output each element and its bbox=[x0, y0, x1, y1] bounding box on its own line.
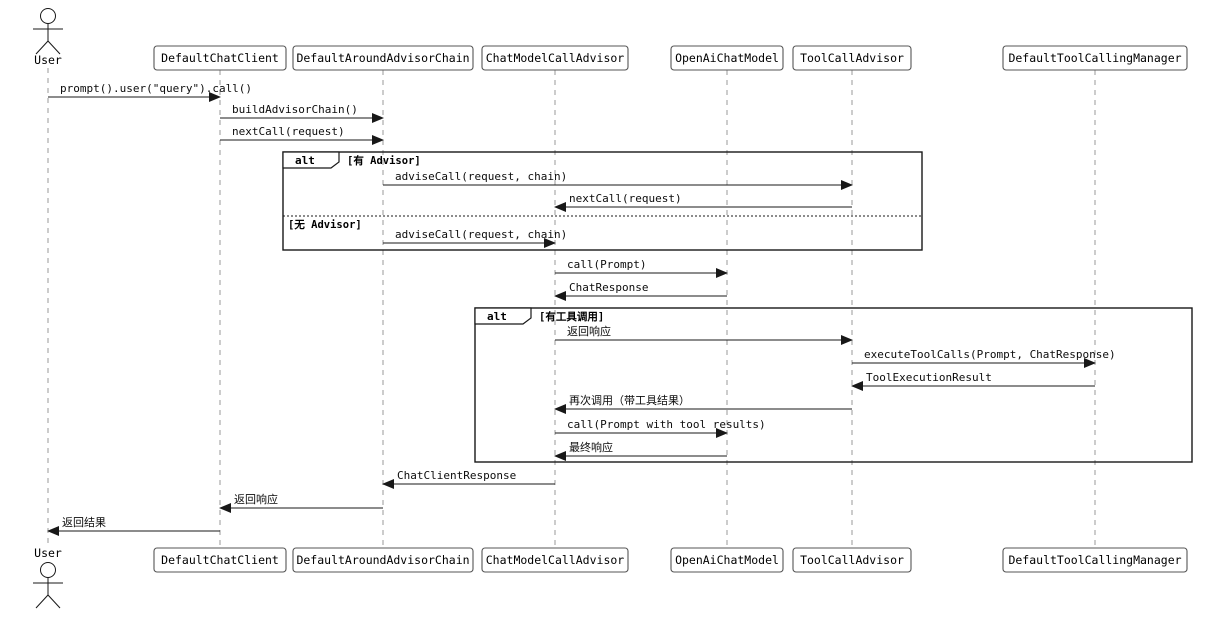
message-label: 最终响应 bbox=[569, 440, 613, 454]
message-advise-call-chat-model: adviseCall(request, chain) bbox=[383, 228, 567, 248]
participant-bottom-open-ai-chat-model: OpenAiChatModel bbox=[670, 547, 784, 573]
participant-top-default-around-advisor-chain: DefaultAroundAdvisorChain bbox=[292, 45, 474, 71]
message-label: adviseCall(request, chain) bbox=[395, 170, 567, 183]
fragment-guard-else: [无 Advisor] bbox=[288, 219, 362, 231]
message-label: ToolExecutionResult bbox=[866, 371, 992, 384]
participant-label: DefaultToolCallingManager bbox=[1008, 51, 1181, 65]
participant-top-default-chat-client: DefaultChatClient bbox=[153, 45, 287, 71]
message-label: ChatClientResponse bbox=[397, 469, 516, 482]
actor-leg-left bbox=[35, 40, 49, 55]
message-next-call-back: nextCall(request) bbox=[554, 192, 852, 212]
participant-label: ToolCallAdvisor bbox=[800, 553, 904, 567]
participant-label: ToolCallAdvisor bbox=[800, 51, 904, 65]
participant-label: DefaultAroundAdvisorChain bbox=[296, 553, 469, 567]
participant-bottom-tool-call-advisor: ToolCallAdvisor bbox=[792, 547, 912, 573]
participant-label: DefaultToolCallingManager bbox=[1008, 553, 1181, 567]
message-build-advisor-chain: buildAdvisorChain() bbox=[220, 103, 384, 123]
message-label: ChatResponse bbox=[569, 281, 648, 294]
message-label: call(Prompt with tool results) bbox=[567, 418, 766, 431]
participant-top-default-tool-calling-manager: DefaultToolCallingManager bbox=[1002, 45, 1188, 71]
message-return-response-tool: 返回响应 bbox=[555, 324, 853, 345]
message-next-call-request: nextCall(request) bbox=[220, 125, 384, 145]
participant-bottom-chat-model-call-advisor: ChatModelCallAdvisor bbox=[481, 547, 629, 573]
participant-top-chat-model-call-advisor: ChatModelCallAdvisor bbox=[481, 45, 629, 71]
alt-fragment-tool-call: alt [有工具调用] bbox=[474, 307, 1193, 463]
messages: prompt().user("query").call() buildAdvis… bbox=[47, 82, 1116, 536]
actor-leg-left bbox=[35, 594, 49, 609]
fragment-guard: [有 Advisor] bbox=[347, 154, 421, 167]
actor-leg-right bbox=[47, 594, 61, 609]
actor-label: User bbox=[34, 53, 62, 67]
message-label: 返回响应 bbox=[234, 492, 278, 506]
message-label: buildAdvisorChain() bbox=[232, 103, 358, 116]
message-return-response-client: 返回响应 bbox=[219, 492, 383, 513]
message-label: 返回结果 bbox=[62, 516, 106, 529]
participant-label: OpenAiChatModel bbox=[675, 51, 779, 65]
message-label: prompt().user("query").call() bbox=[60, 82, 252, 95]
participants-bottom: DefaultChatClient DefaultAroundAdvisorCh… bbox=[153, 547, 1188, 573]
fragment-operator: alt bbox=[487, 310, 507, 323]
message-prompt-call: prompt().user("query").call() bbox=[48, 82, 252, 102]
message-call-again-with-tool-results: 再次调用（带工具结果） bbox=[554, 393, 852, 414]
message-advise-call-tool-advisor: adviseCall(request, chain) bbox=[383, 170, 853, 190]
participant-bottom-default-chat-client: DefaultChatClient bbox=[153, 547, 287, 573]
message-label: nextCall(request) bbox=[232, 125, 345, 138]
participant-label: OpenAiChatModel bbox=[675, 553, 779, 567]
participant-top-tool-call-advisor: ToolCallAdvisor bbox=[792, 45, 912, 71]
message-label: adviseCall(request, chain) bbox=[395, 228, 567, 241]
message-final-response: 最终响应 bbox=[554, 440, 727, 461]
actor-leg-right bbox=[47, 40, 61, 55]
participant-bottom-default-around-advisor-chain: DefaultAroundAdvisorChain bbox=[292, 547, 474, 573]
message-label: 再次调用（带工具结果） bbox=[569, 393, 690, 407]
participant-label: ChatModelCallAdvisor bbox=[486, 51, 625, 65]
participant-label: DefaultChatClient bbox=[161, 553, 279, 567]
message-chat-client-response: ChatClientResponse bbox=[382, 469, 555, 489]
participants-top: DefaultChatClient DefaultAroundAdvisorCh… bbox=[153, 45, 1188, 71]
actor-head-icon bbox=[40, 8, 56, 24]
message-chat-response: ChatResponse bbox=[554, 281, 727, 301]
participant-top-open-ai-chat-model: OpenAiChatModel bbox=[670, 45, 784, 71]
message-label: call(Prompt) bbox=[567, 258, 646, 271]
message-execute-tool-calls: executeToolCalls(Prompt, ChatResponse) bbox=[852, 348, 1116, 368]
message-call-prompt-with-tool-results: call(Prompt with tool results) bbox=[555, 418, 766, 438]
participant-label: ChatModelCallAdvisor bbox=[486, 553, 625, 567]
message-label: executeToolCalls(Prompt, ChatResponse) bbox=[864, 348, 1116, 361]
message-label: 返回响应 bbox=[567, 324, 611, 338]
message-label: nextCall(request) bbox=[569, 192, 682, 205]
message-return-result-user: 返回结果 bbox=[47, 516, 220, 536]
actor-top: User bbox=[33, 8, 63, 67]
actor-label: User bbox=[34, 546, 62, 560]
alt-fragment-advisor: alt [有 Advisor] [无 Advisor] bbox=[282, 151, 923, 251]
actor-head-icon bbox=[40, 562, 56, 578]
fragment-operator: alt bbox=[295, 154, 315, 167]
participant-label: DefaultChatClient bbox=[161, 51, 279, 65]
actor-bottom: User bbox=[33, 546, 63, 609]
participant-bottom-default-tool-calling-manager: DefaultToolCallingManager bbox=[1002, 547, 1188, 573]
fragment-guard: [有工具调用] bbox=[539, 310, 604, 323]
message-call-prompt: call(Prompt) bbox=[555, 258, 728, 278]
message-tool-execution-result: ToolExecutionResult bbox=[851, 371, 1095, 391]
participant-label: DefaultAroundAdvisorChain bbox=[296, 51, 469, 65]
